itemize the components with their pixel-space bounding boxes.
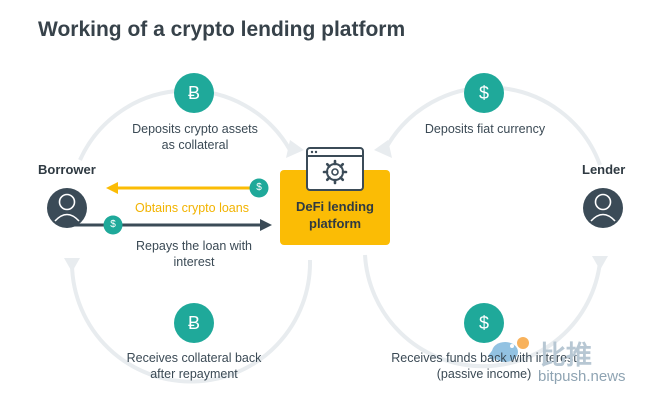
dollar-circle-loan [249,178,269,198]
step-collateral-back-line2: after repayment [150,367,238,381]
dollar-icon: $ [256,182,262,193]
left-cycle-arc-bottom [70,259,313,384]
step-repay-line2: interest [173,255,215,269]
dollar-icon: $ [478,83,489,103]
watermark-domain: bitpush.news [538,368,626,385]
dollar-icon: $ [110,219,116,230]
dollar-circle-top [464,73,504,113]
right-cycle-arrowhead-top [374,140,392,158]
left-cycle-arrowhead-top [286,140,304,158]
platform-label-line2: platform [309,216,361,231]
right-cycle-arc-bottom [363,254,602,369]
dollar-icon: $ [478,313,489,333]
step-repay-line1: Repays the loan with [135,239,253,253]
step-obtain-loans: Obtains crypto loans [135,201,249,215]
borrower-avatar [47,188,87,228]
bitcoin-circle-bottom [174,303,214,343]
left-cycle-arrowhead-bottom [64,258,80,272]
step-funds-back-line1: Receives funds back with interest [391,351,577,365]
step-deposit-crypto-line2: as collateral [161,138,229,152]
repay-arrowhead [260,219,272,231]
step-collateral-back-line1: Receives collateral back [126,351,262,365]
step-deposit-fiat: Deposits fiat currency [424,122,546,136]
gear-icon [322,159,348,185]
step-deposit-crypto-line1: Deposits crypto assets [132,122,258,136]
watermark-bird-icon [488,337,529,362]
bitcoin-icon: Ƀ [187,83,200,103]
page-title: Working of a crypto lending platform [38,18,406,41]
dollar-circle-repay [103,215,123,235]
lender-label: Lender [582,162,626,177]
lender-avatar [583,188,623,228]
borrower-label: Borrower [38,162,96,177]
platform-label-line1: DeFi lending [296,199,374,214]
obtain-loans-arrowhead [106,182,118,194]
dollar-circle-bottom [464,303,504,343]
platform-label: DeFi lending platform [283,198,387,232]
right-cycle-arrowhead-bottom [592,256,608,270]
bitcoin-icon: Ƀ [187,313,200,333]
step-funds-back-line2: (passive income) [436,367,532,381]
watermark-chinese: 比推 [540,340,593,370]
bitcoin-circle-top [174,73,214,113]
